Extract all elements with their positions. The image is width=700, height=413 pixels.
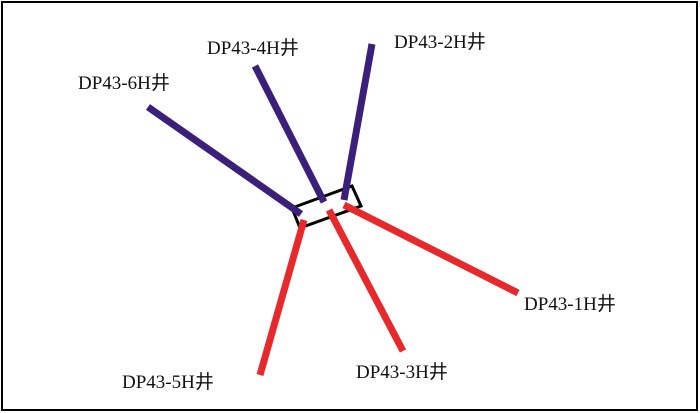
well-trajectory-1h: [342, 201, 520, 297]
well-trajectory-5h: [256, 219, 308, 376]
label-3h: DP43-3H井: [356, 362, 448, 383]
label-6h: DP43-6H井: [78, 73, 170, 94]
well-pad: [290, 184, 364, 230]
label-5h: DP43-5H井: [122, 372, 214, 393]
well-trajectory-4h: [251, 64, 328, 204]
label-4h: DP43-4H井: [207, 38, 299, 59]
well-trajectory-3h: [325, 208, 407, 353]
label-1h: DP43-1H井: [524, 294, 616, 315]
well-trajectory-6h: [145, 104, 304, 217]
label-2h: DP43-2H井: [394, 32, 486, 53]
well-trajectory-2h: [340, 43, 376, 201]
